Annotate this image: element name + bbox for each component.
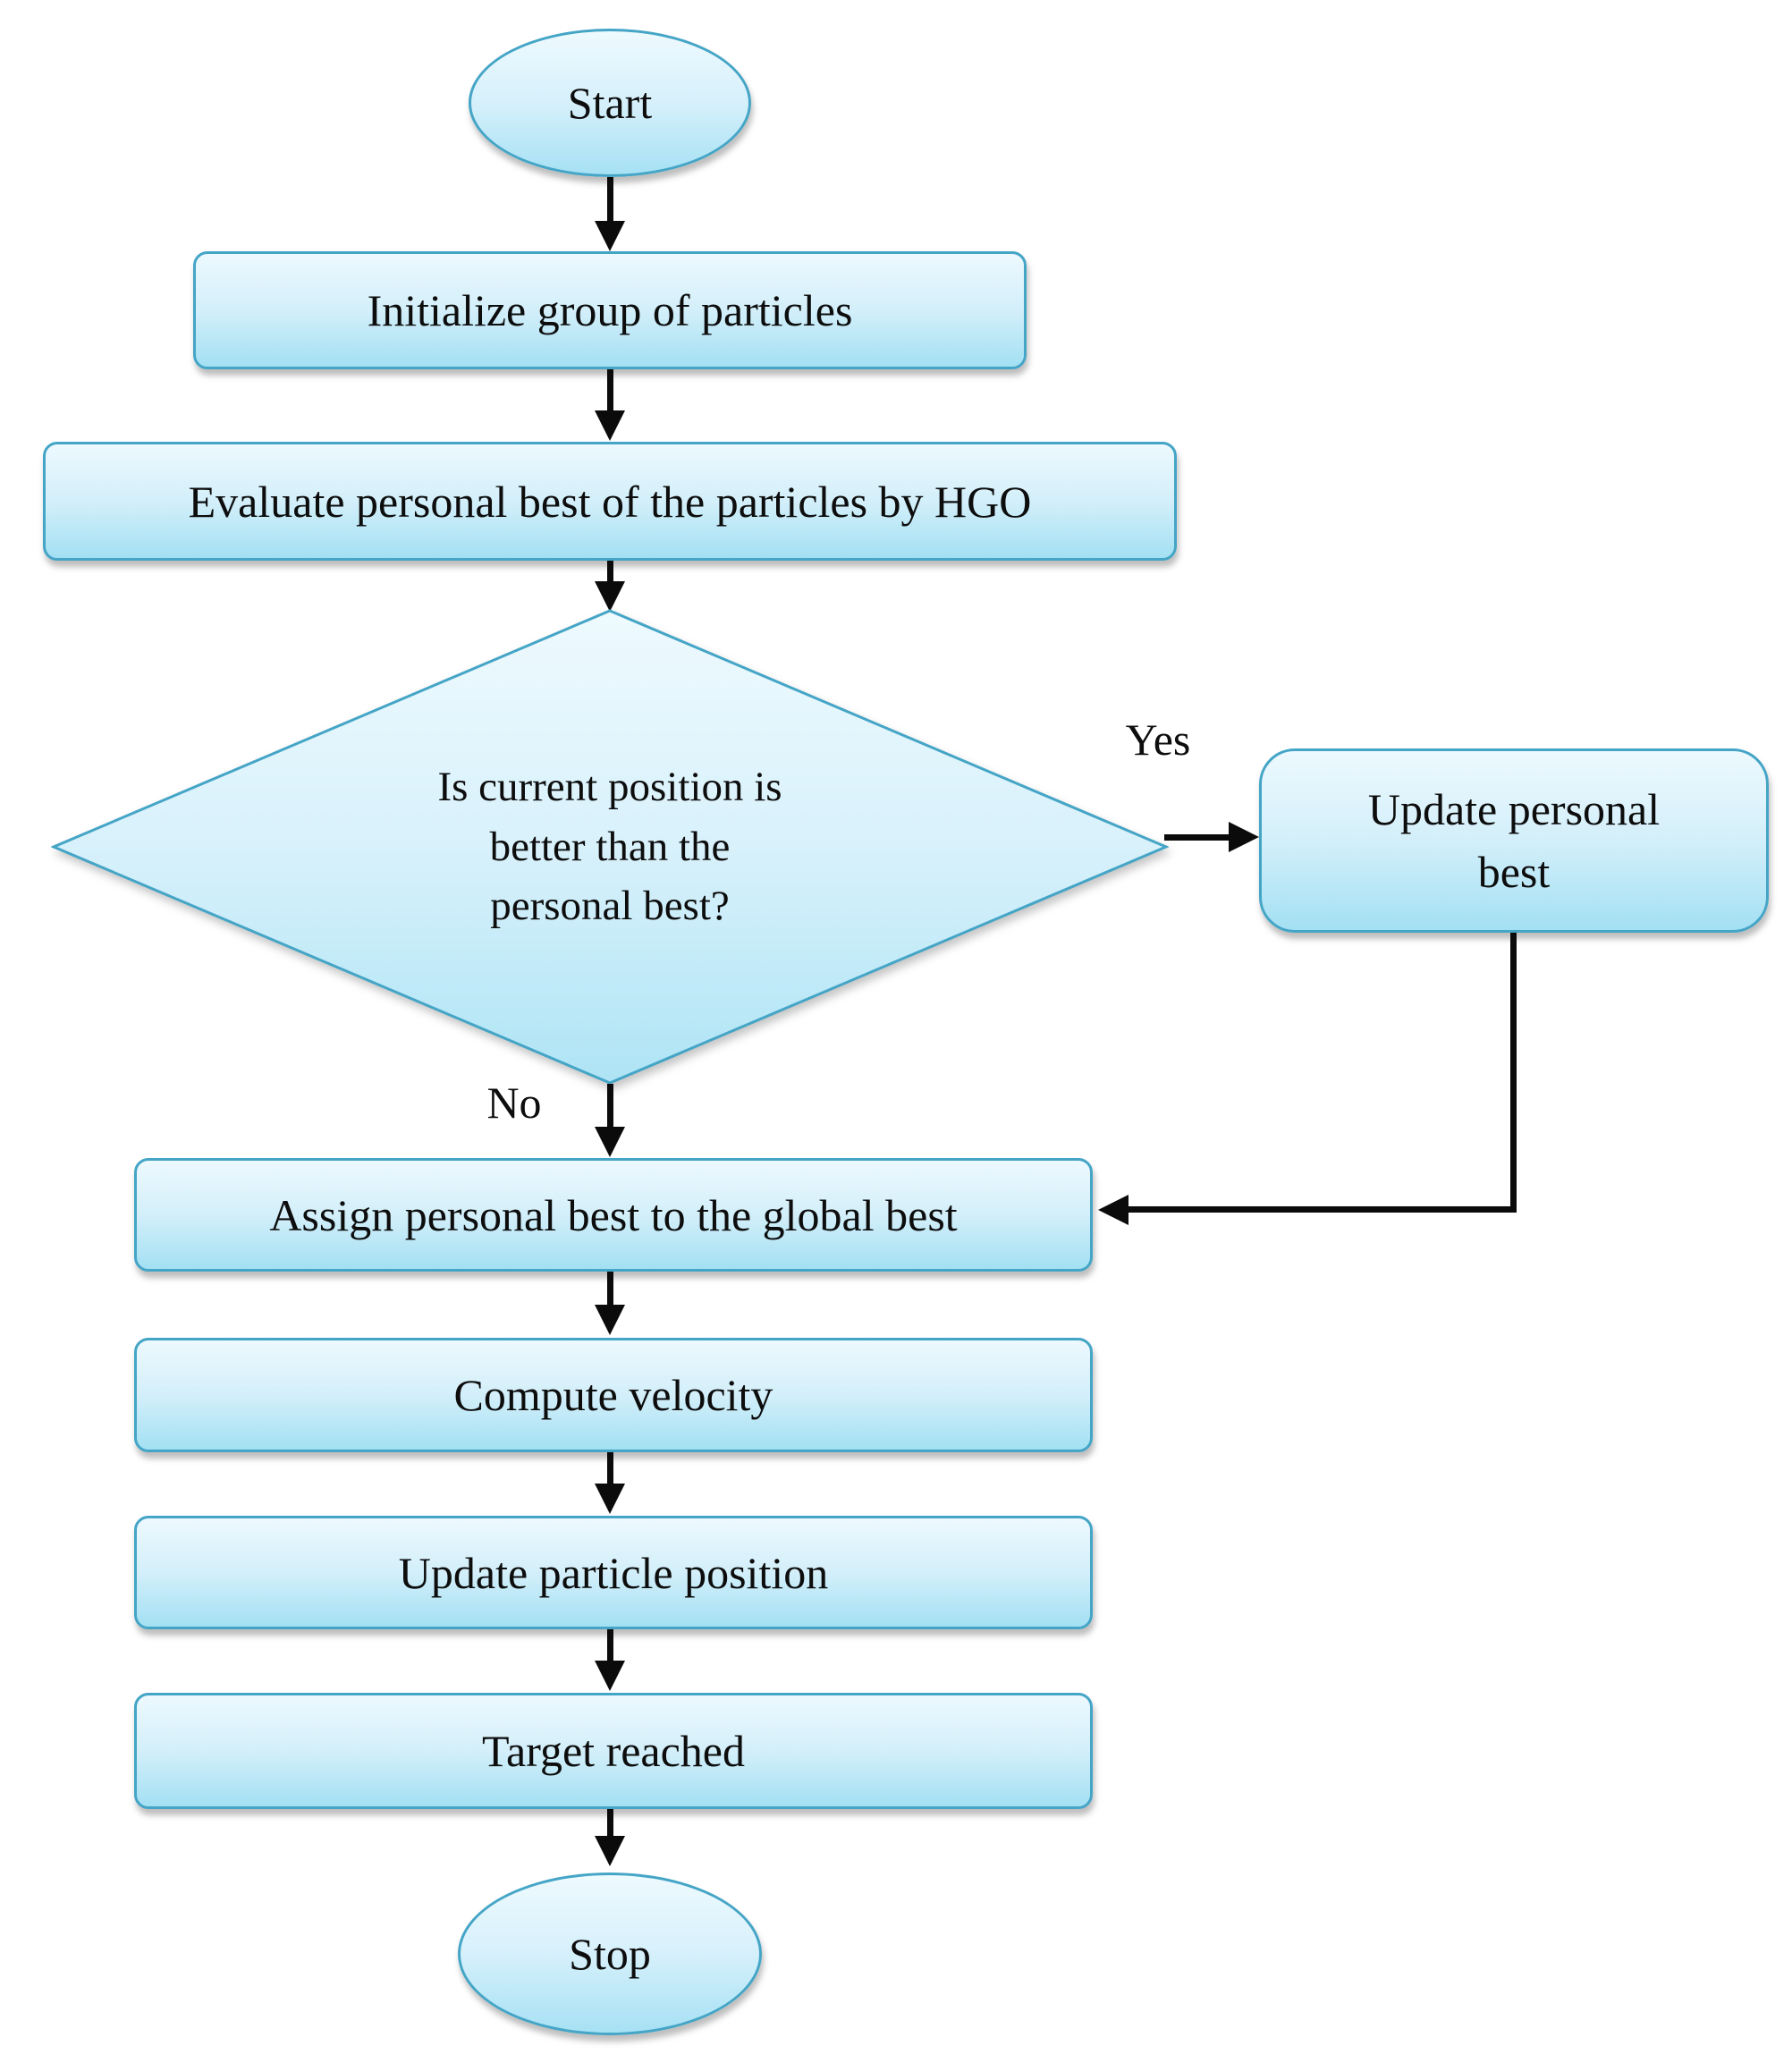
compute-velocity-node: Compute velocity [134, 1338, 1093, 1452]
no-edge-label: No [486, 1078, 542, 1128]
arrowhead-down-icon [595, 1305, 625, 1335]
edge-assign-compute-line [607, 1272, 613, 1306]
update-position-label: Update particle position [398, 1547, 829, 1598]
update-personal-best-label-line2: best [1477, 847, 1551, 897]
assign-node: Assign personal best to the global best [134, 1158, 1093, 1272]
init-label: Initialize group of particles [367, 285, 853, 335]
stop-node: Stop [458, 1873, 762, 2035]
target-reached-node: Target reached [134, 1693, 1093, 1809]
start-node: Start [469, 29, 751, 177]
arrowhead-down-icon [595, 581, 625, 612]
edge-init-evaluate-line [607, 369, 613, 411]
edge-decision-update-line [1164, 834, 1230, 841]
evaluate-node: Evaluate personal best of the particles … [43, 442, 1177, 561]
evaluate-label: Evaluate personal best of the particles … [188, 476, 1032, 527]
arrowhead-right-icon [1229, 822, 1259, 852]
edge-update-assign-vline [1510, 933, 1517, 1213]
update-personal-best-label-line1: Update personal [1367, 784, 1661, 834]
arrowhead-down-icon [595, 410, 625, 441]
init-node: Initialize group of particles [193, 251, 1027, 369]
arrowhead-down-icon [595, 1661, 625, 1691]
edge-compute-updatepos-line [607, 1452, 613, 1484]
assign-label: Assign personal best to the global best [269, 1189, 958, 1240]
arrowhead-down-icon [595, 221, 625, 251]
start-label: Start [567, 78, 653, 128]
edge-updatepos-target-line [607, 1629, 613, 1661]
yes-edge-label: Yes [1125, 714, 1191, 765]
decision-diamond-shape [51, 609, 1169, 1085]
decision-node: Is current position is better than the p… [51, 609, 1169, 1085]
target-reached-label: Target reached [482, 1726, 745, 1776]
arrowhead-down-icon [595, 1836, 625, 1866]
edge-evaluate-decision-line [607, 561, 613, 582]
compute-velocity-label: Compute velocity [453, 1370, 773, 1420]
arrowhead-down-icon [595, 1484, 625, 1514]
arrowhead-left-icon [1098, 1195, 1128, 1225]
stop-label: Stop [569, 1929, 651, 1979]
arrowhead-down-icon [595, 1127, 625, 1157]
edge-decision-assign-line [607, 1084, 613, 1128]
update-position-node: Update particle position [134, 1516, 1093, 1629]
decision-label: Is current position is better than the p… [437, 763, 782, 930]
update-personal-best-node: Update personal best [1259, 748, 1769, 933]
edge-target-stop-line [607, 1809, 613, 1837]
edge-start-init-line [607, 177, 613, 222]
edge-update-assign-hline [1128, 1206, 1517, 1213]
